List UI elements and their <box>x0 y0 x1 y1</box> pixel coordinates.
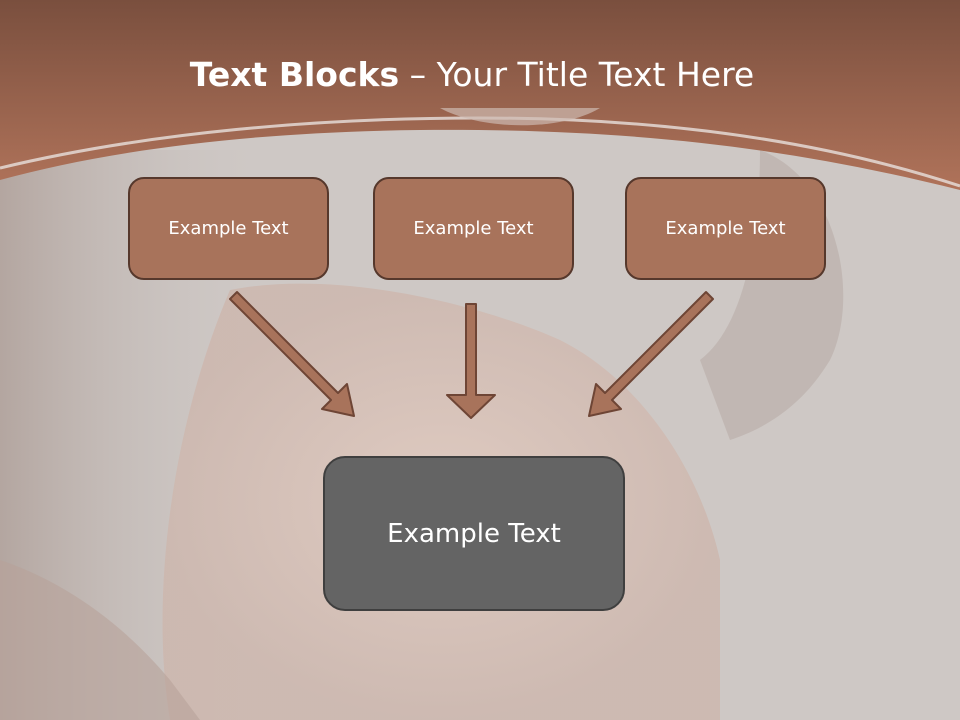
title-bold: Text Blocks <box>189 55 400 94</box>
title-rest: – Your Title Text Here <box>399 55 755 94</box>
text-block-left: Example Text <box>128 177 329 280</box>
center-text-block: Example Text <box>323 456 625 611</box>
text-block-middle: Example Text <box>373 177 574 280</box>
slide-title: Text Blocks – Your Title Text Here <box>0 52 944 98</box>
arrow-down-left-icon <box>588 291 714 417</box>
arrow-down-icon <box>446 303 496 419</box>
text-block-right: Example Text <box>625 177 826 280</box>
arrow-down-right-icon <box>229 291 355 417</box>
